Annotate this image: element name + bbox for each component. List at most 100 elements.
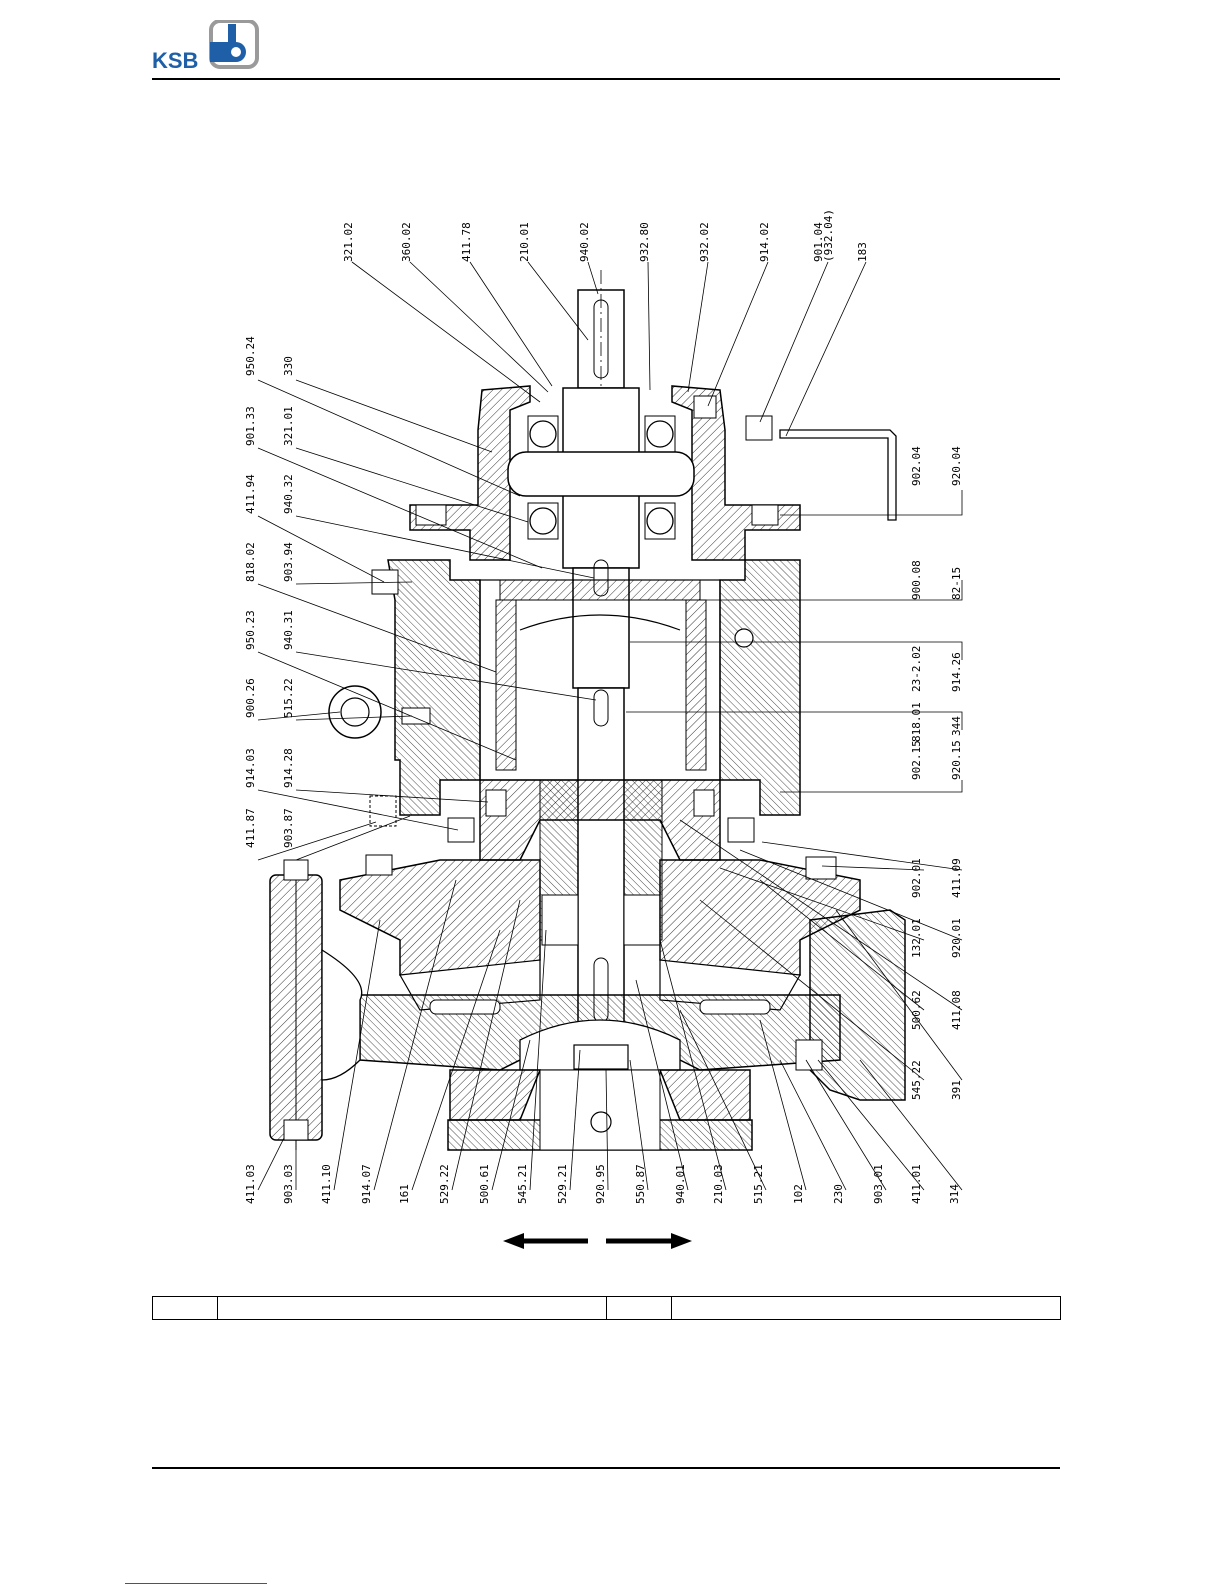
suction-flange: [269, 859, 363, 1150]
callout-label: 210.03: [712, 1164, 725, 1204]
callout-label: 230: [832, 1184, 845, 1204]
callout-text: 914.07: [360, 1164, 373, 1204]
callout-text: 411.78: [460, 222, 473, 262]
callout-label: 183: [856, 242, 869, 262]
callout-label: 23-2.02: [910, 646, 923, 692]
callout-label: 914.03: [244, 748, 257, 788]
callout-text: 818.01: [910, 702, 923, 742]
callout-text: 900.08: [910, 560, 923, 600]
callout-text: 901.33: [244, 406, 257, 446]
callout-label: 920.04: [950, 446, 963, 486]
callout-label: 161: [398, 1184, 411, 1204]
callout-text: 210.03: [712, 1164, 725, 1204]
table-row: [152, 1296, 1061, 1320]
callout-text: 932.80: [638, 222, 651, 262]
callout-text: 500.62: [910, 990, 923, 1030]
callout-label: 545.22: [910, 1060, 923, 1100]
callout-label: 920.15: [950, 740, 963, 780]
callout-label: 515.22: [282, 678, 295, 718]
callout-label: 920.01: [950, 918, 963, 958]
callout-text: 210.01: [518, 222, 531, 262]
callout-text: 914.26: [950, 652, 963, 692]
callout-label: 914.28: [282, 748, 295, 788]
callout-text: 529.21: [556, 1164, 569, 1204]
callout-label: 901.04(932.04): [812, 209, 835, 262]
callout-label: 903.01: [872, 1164, 885, 1204]
ksb-b-logo-icon: [209, 20, 259, 69]
callout-label: 914.02: [758, 222, 771, 262]
callout-label: 500.61: [478, 1164, 491, 1204]
callout-label: 360.02: [400, 222, 413, 262]
callout-label: 82-15: [950, 567, 963, 600]
seal-housing: [479, 779, 721, 946]
callout-label: 950.23: [244, 610, 257, 650]
callout-text: 360.02: [400, 222, 413, 262]
callout-label: 102: [792, 1184, 805, 1204]
callout-text: 902.15: [910, 740, 923, 780]
legend-table: [152, 1296, 1061, 1320]
footer-rule: [152, 1467, 1060, 1469]
callout-label: 411.87: [244, 808, 257, 848]
callout-label: 818.02: [244, 542, 257, 582]
table-cell: [152, 1296, 218, 1320]
callout-text: 902.01: [910, 858, 923, 898]
callout-text: 230: [832, 1184, 845, 1204]
callout-text: 411.01: [910, 1164, 923, 1204]
callout-label: 210.01: [518, 222, 531, 262]
callout-text: 818.02: [244, 542, 257, 582]
callout-label: 940.32: [282, 474, 295, 514]
callout-text: 82-15: [950, 567, 963, 600]
leader-lines: [257, 261, 963, 1191]
callout-text: 903.03: [282, 1164, 295, 1204]
callout-text: 500.61: [478, 1164, 491, 1204]
callout-text: 903.94: [282, 542, 295, 582]
table-cell: [217, 1296, 607, 1320]
callout-label: 132.01: [910, 918, 923, 958]
callout-label: 545.21: [516, 1164, 529, 1204]
callout-label: 411.01: [910, 1164, 923, 1204]
callout-text: 550.87: [634, 1164, 647, 1204]
callout-text: 940.32: [282, 474, 295, 514]
callout-label: 314: [948, 1184, 961, 1204]
callout-label: 411.94: [244, 474, 257, 514]
callout-text: 920.15: [950, 740, 963, 780]
callout-text: 920.95: [594, 1164, 607, 1204]
callout-text: 914.02: [758, 222, 771, 262]
callout-text: 545.22: [910, 1060, 923, 1100]
callout-text: 515.22: [282, 678, 295, 718]
ksb-logo: KSB: [152, 20, 264, 73]
callout-text: 950.23: [244, 610, 257, 650]
table-cell: [671, 1296, 1061, 1320]
callout-text: 411.09: [950, 858, 963, 898]
callout-label: 940.01: [674, 1164, 687, 1204]
callout-text: 932.02: [698, 222, 711, 262]
callout-label: 321.01: [282, 406, 295, 446]
callout-text: 314: [948, 1184, 961, 1204]
callout-text: 920.04: [950, 446, 963, 486]
callout-text: 901.04: [812, 222, 825, 262]
header-rule: [152, 78, 1060, 80]
callout-label: 321.02: [342, 222, 355, 262]
callout-label: 411.09: [950, 858, 963, 898]
callout-label: 902.04: [910, 446, 923, 486]
callout-label: 932.02: [698, 222, 711, 262]
callout-text: 914.03: [244, 748, 257, 788]
callout-text: 940.31: [282, 610, 295, 650]
callout-label: 903.03: [282, 1164, 295, 1204]
callout-text: 515.21: [752, 1164, 765, 1204]
callout-label: 550.87: [634, 1164, 647, 1204]
callout-label: 900.08: [910, 560, 923, 600]
callout-label: 411.08: [950, 990, 963, 1030]
pump-casing: [339, 859, 861, 1151]
callout-text: 411.94: [244, 474, 257, 514]
callout-text: 183: [856, 242, 869, 262]
callout-label: 411.78: [460, 222, 473, 262]
callout-text: 321.01: [282, 406, 295, 446]
callout-text: 902.04: [910, 446, 923, 486]
callout-label: 900.26: [244, 678, 257, 718]
rotation-arrows: [503, 1233, 692, 1249]
callout-text: 903.01: [872, 1164, 885, 1204]
callout-text: 940.01: [674, 1164, 687, 1204]
callout-label: 914.07: [360, 1164, 373, 1204]
